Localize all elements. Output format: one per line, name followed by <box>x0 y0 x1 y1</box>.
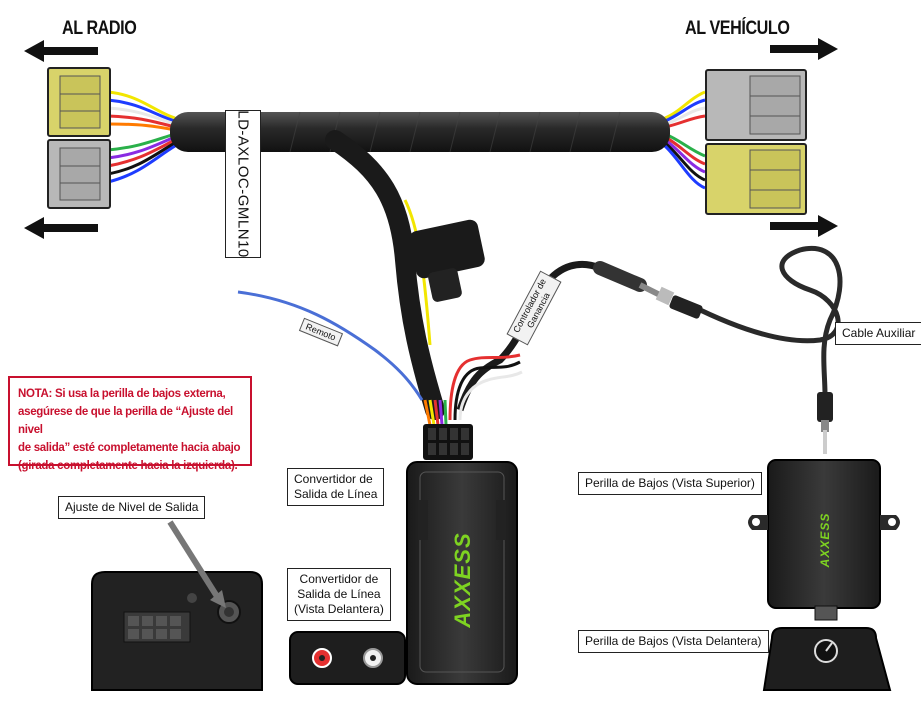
arrow-left-top-icon <box>24 40 98 62</box>
output-level-adjust-label: Ajuste de Nivel de Salida <box>58 496 206 519</box>
bass-knob-top-view <box>748 459 900 621</box>
vehicle-connector-gray <box>705 69 807 141</box>
output-level-box <box>91 571 263 691</box>
line-output-converter-front-label: Convertidor de Salida de Línea (Vista De… <box>287 568 391 621</box>
bass-knob-front-label: Perilla de Bajos (Vista Delantera) <box>578 630 769 653</box>
line-output-converter-box <box>406 461 518 685</box>
vehicle-connector-yellow <box>705 143 807 215</box>
right-wires <box>663 90 706 190</box>
aux-cable-label: Cable Auxiliar <box>835 322 921 345</box>
arrow-left-bottom-icon <box>24 217 98 239</box>
brand-logo-bass-knob: AXXESS <box>818 512 832 568</box>
heading-to-radio: AL RADIO <box>62 18 137 39</box>
arrow-right-bottom-icon <box>770 215 838 237</box>
converter-front-view <box>289 631 406 685</box>
heading-to-vehicle: AL VEHÍCULO <box>685 18 790 39</box>
bass-knob-top-label: Perilla de Bajos (Vista Superior) <box>578 472 762 495</box>
aux-cable <box>688 246 843 396</box>
arrow-right-top-icon <box>770 38 838 60</box>
harness-label: LD-AXLOC-GMLN10 <box>225 110 261 258</box>
fuse-holder <box>409 219 485 279</box>
left-wires <box>107 90 176 184</box>
brand-logo-converter: AXXESS <box>450 532 475 628</box>
remote-wire <box>237 290 424 401</box>
main-harness-cable <box>170 112 670 152</box>
bass-knob-front-view <box>762 627 892 691</box>
radio-connector-yellow <box>47 67 111 137</box>
pointer-arrow <box>167 520 221 600</box>
radio-connector-gray <box>47 139 111 209</box>
note-box: NOTA: Si usa la perilla de bajos externa… <box>8 376 252 472</box>
branch-cable <box>325 130 445 420</box>
line-output-converter-label: Convertidor de Salida de Línea <box>287 468 385 506</box>
